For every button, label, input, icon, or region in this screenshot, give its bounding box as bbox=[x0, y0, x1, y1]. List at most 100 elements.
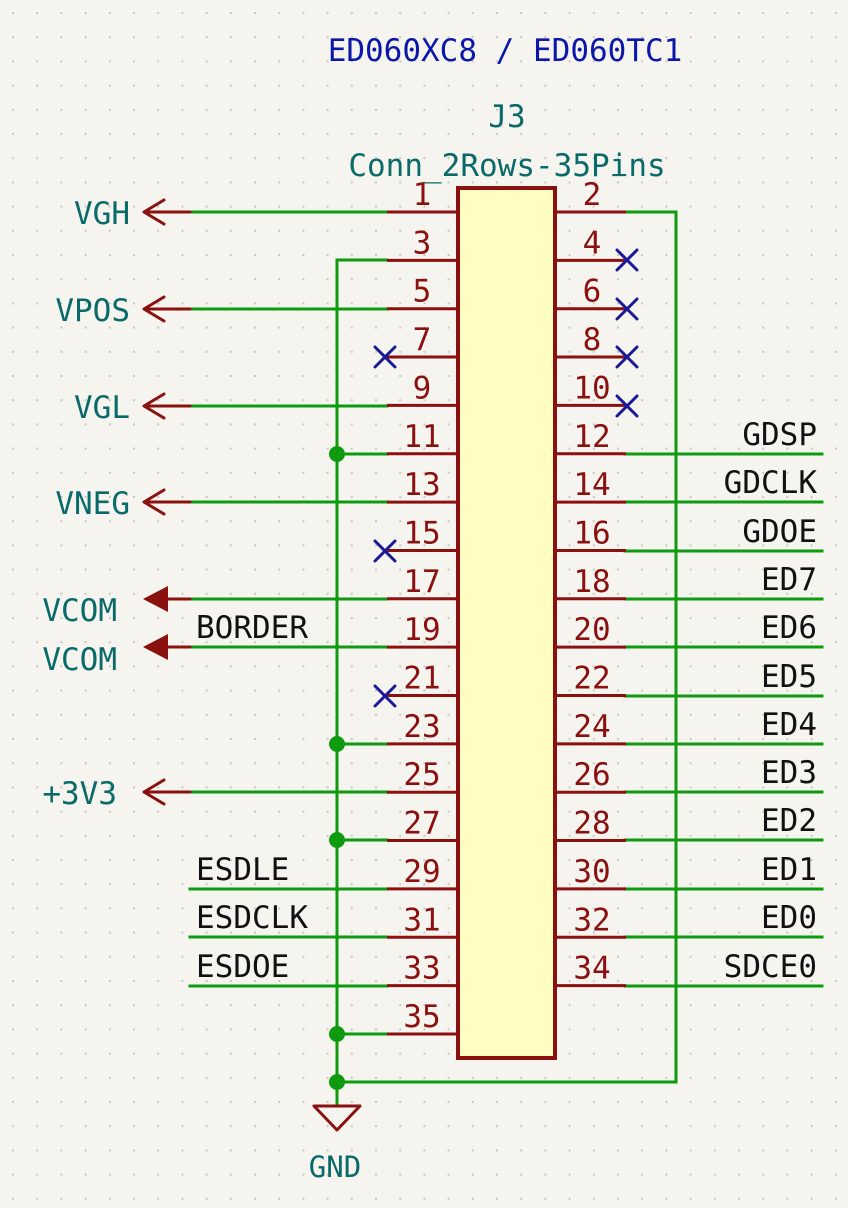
grid-dot bbox=[254, 762, 256, 765]
grid-dot bbox=[399, 592, 402, 595]
grid-dot bbox=[665, 133, 668, 135]
x-mark-icon bbox=[615, 394, 639, 418]
grid-dot bbox=[375, 931, 377, 934]
grid-dot bbox=[350, 834, 353, 837]
net-label-esdclk: ESDCLK bbox=[196, 900, 308, 936]
grid-dot bbox=[786, 108, 789, 111]
grid-dot bbox=[641, 447, 644, 450]
grid-dot bbox=[278, 254, 281, 256]
grid-dot bbox=[205, 810, 208, 813]
grid-dot bbox=[689, 980, 692, 982]
grid-dot bbox=[617, 1197, 619, 1200]
grid-dot bbox=[205, 931, 208, 934]
grid-dot bbox=[254, 1149, 256, 1152]
grid-dot bbox=[133, 955, 135, 958]
grid-dot bbox=[520, 36, 523, 39]
grid-dot bbox=[229, 713, 232, 716]
grid-dot bbox=[786, 1125, 789, 1128]
grid-dot bbox=[568, 568, 571, 571]
grid-dot bbox=[617, 350, 619, 353]
grid-dot bbox=[254, 1197, 256, 1200]
grid-dot bbox=[254, 834, 256, 837]
grid-dot bbox=[205, 665, 208, 668]
grid-dot bbox=[592, 108, 595, 111]
grid-dot bbox=[12, 592, 14, 595]
grid-dot bbox=[12, 423, 14, 426]
grid-dot bbox=[471, 157, 474, 160]
grid-dot bbox=[592, 568, 595, 571]
grid-dot bbox=[399, 278, 402, 281]
grid-dot bbox=[181, 1004, 184, 1007]
grid-dot bbox=[641, 907, 644, 910]
grid-dot bbox=[810, 423, 813, 426]
grid-dot bbox=[423, 205, 426, 208]
grid-dot bbox=[568, 496, 571, 498]
grid-dot bbox=[592, 399, 595, 402]
grid-dot bbox=[447, 1149, 450, 1152]
grid-dot bbox=[375, 665, 377, 668]
grid-dot bbox=[713, 350, 716, 353]
grid-dot bbox=[738, 980, 740, 982]
grid-dot bbox=[447, 883, 450, 886]
grid-dot bbox=[84, 375, 87, 377]
grid-dot bbox=[689, 60, 692, 63]
grid-dot bbox=[834, 471, 837, 474]
grid-dot bbox=[12, 713, 14, 716]
grid-dot bbox=[205, 447, 208, 450]
grid-dot bbox=[834, 1076, 837, 1079]
pin-number: 7 bbox=[413, 322, 432, 358]
grid-dot bbox=[810, 955, 813, 958]
grid-dot bbox=[834, 254, 837, 256]
grid-dot bbox=[423, 980, 426, 982]
grid-dot bbox=[133, 1197, 135, 1200]
grid-dot bbox=[181, 60, 184, 63]
grid-dot bbox=[181, 907, 184, 910]
grid-dot bbox=[60, 1173, 63, 1176]
grid-dot bbox=[108, 617, 111, 619]
grid-dot bbox=[423, 1197, 426, 1200]
grid-dot bbox=[205, 641, 208, 644]
grid-dot bbox=[326, 931, 329, 934]
grid-dot bbox=[12, 617, 14, 619]
grid-dot bbox=[810, 205, 813, 208]
grid-dot bbox=[60, 520, 63, 523]
grid-dot bbox=[254, 1173, 256, 1176]
grid-dot bbox=[834, 1197, 837, 1200]
grid-dot bbox=[36, 592, 39, 595]
grid-dot bbox=[713, 859, 716, 861]
grid-dot bbox=[447, 423, 450, 426]
grid-dot bbox=[181, 157, 184, 160]
grid-dot bbox=[229, 1028, 232, 1031]
grid-dot bbox=[133, 520, 135, 523]
x-mark-icon bbox=[615, 345, 639, 369]
grid-dot bbox=[641, 738, 644, 740]
grid-dot bbox=[108, 205, 111, 208]
grid-dot bbox=[108, 1052, 111, 1055]
grid-dot bbox=[108, 1173, 111, 1176]
grid-dot bbox=[350, 738, 353, 740]
grid-dot bbox=[36, 568, 39, 571]
grid-dot bbox=[229, 326, 232, 329]
grid-dot bbox=[326, 810, 329, 813]
grid-dot bbox=[375, 520, 377, 523]
grid-dot bbox=[157, 907, 160, 910]
grid-dot bbox=[36, 1197, 39, 1200]
grid-dot bbox=[834, 544, 837, 547]
grid-dot bbox=[496, 108, 498, 111]
grid-dot bbox=[834, 1004, 837, 1007]
grid-dot bbox=[205, 84, 208, 87]
grid-dot bbox=[665, 229, 668, 232]
grid-dot bbox=[738, 1149, 740, 1152]
net-label-ed1: ED1 bbox=[761, 852, 817, 888]
grid-dot bbox=[60, 181, 63, 184]
grid-dot bbox=[254, 689, 256, 692]
grid-dot bbox=[810, 326, 813, 329]
grid-dot bbox=[326, 1197, 329, 1200]
grid-dot bbox=[278, 471, 281, 474]
grid-dot bbox=[326, 689, 329, 692]
grid-dot bbox=[713, 665, 716, 668]
grid-dot bbox=[786, 713, 789, 716]
grid-dot bbox=[181, 544, 184, 547]
grid-dot bbox=[423, 1101, 426, 1103]
grid-dot bbox=[810, 399, 813, 402]
